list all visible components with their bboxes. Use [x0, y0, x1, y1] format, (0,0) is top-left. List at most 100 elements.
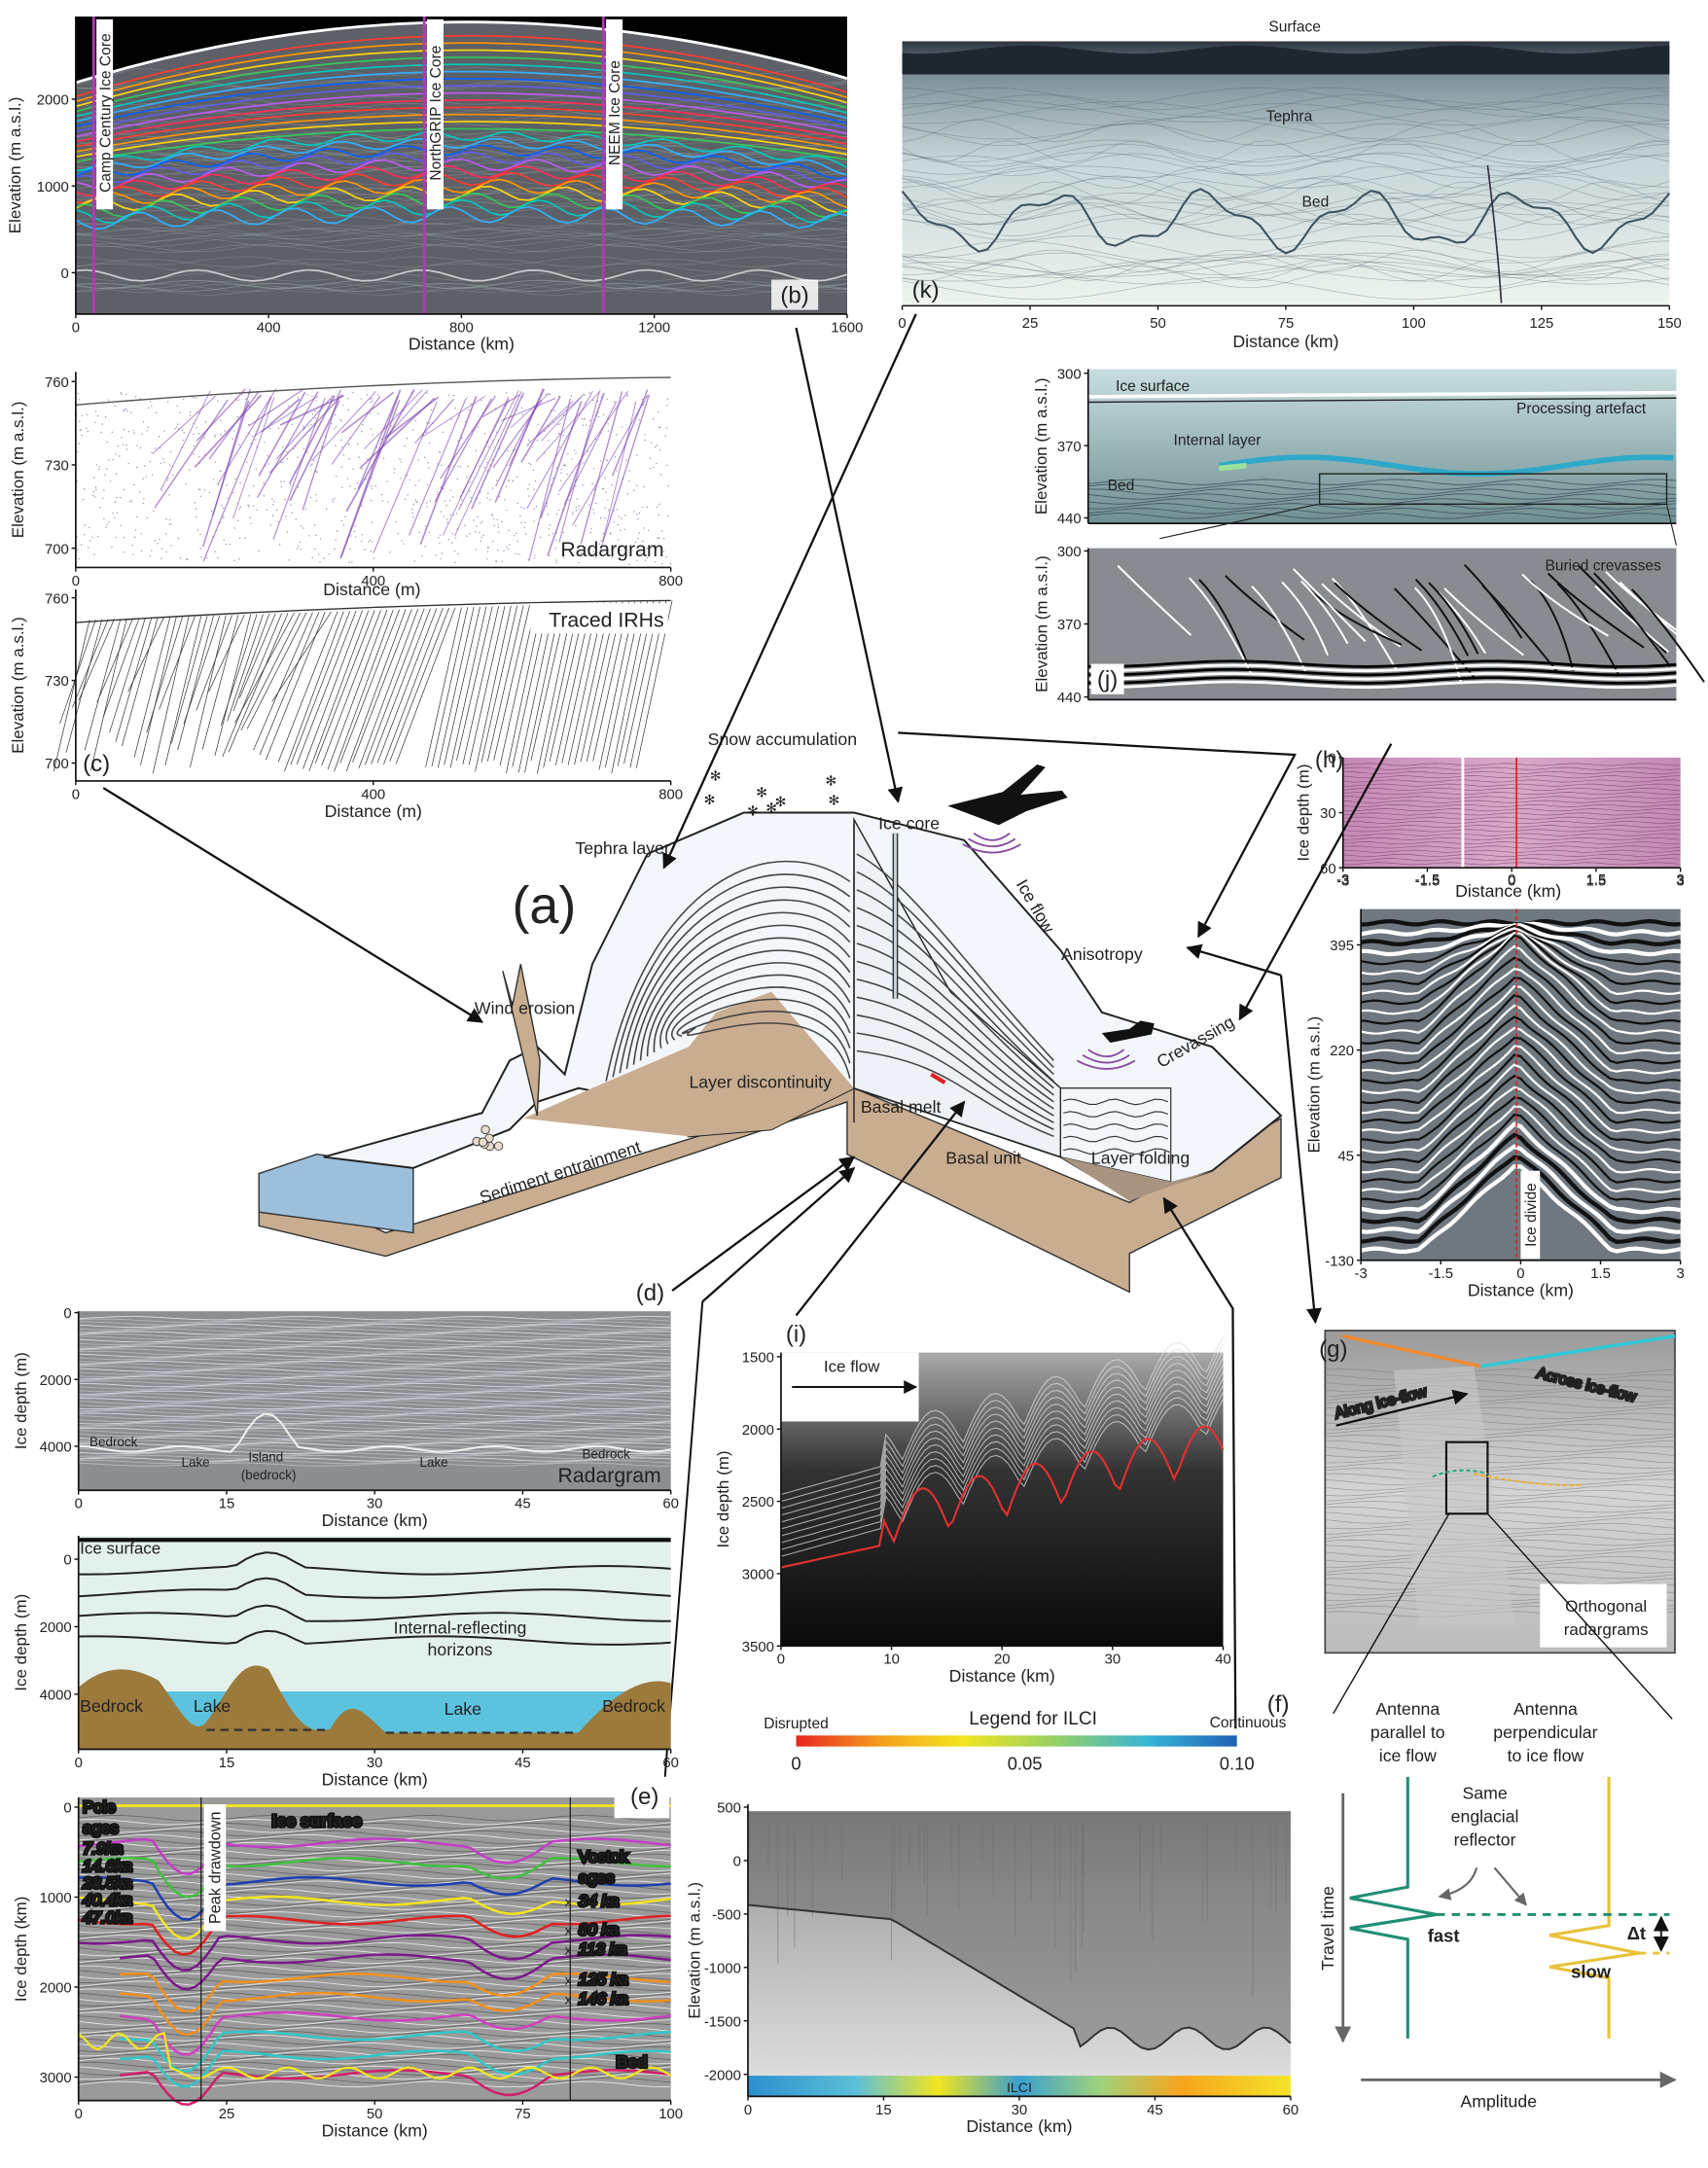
- core-label-bg: [427, 18, 444, 210]
- speckle: [426, 392, 428, 394]
- pole-ages-label: ages: [83, 1819, 119, 1837]
- speckle: [411, 512, 413, 515]
- tephra-streak: [1486, 164, 1503, 303]
- isochrone-layer: [687, 1022, 851, 1080]
- englacial-layer: [1360, 1074, 1681, 1164]
- tephra-label: Tephra layer: [575, 838, 669, 858]
- speckle: [468, 409, 470, 411]
- dipping-reflector: [409, 398, 467, 536]
- speckle: [96, 414, 99, 417]
- speckle: [590, 527, 592, 530]
- speckle: [626, 393, 628, 396]
- x-tick-label: 40: [1215, 1653, 1231, 1668]
- traced-irh: [456, 606, 493, 762]
- x-tick-label: 100: [658, 2107, 683, 2122]
- speckle: [614, 401, 616, 403]
- bed-reflector: [1087, 676, 1677, 685]
- dipping-reflector: [272, 398, 326, 540]
- speckle: [530, 464, 532, 466]
- speckle: [665, 555, 667, 558]
- speckle: [441, 552, 444, 554]
- dipping-reflector: [541, 393, 585, 442]
- connector-arrow: [1162, 1196, 1237, 1729]
- speckle: [372, 541, 374, 543]
- zoom-box: [1318, 473, 1668, 506]
- texture: [1342, 858, 1681, 862]
- x-tick-label: 125: [1529, 316, 1553, 332]
- crevasse-reflector: [1334, 582, 1423, 652]
- speckle: [442, 431, 444, 434]
- internal-horizon: [78, 1449, 671, 1455]
- speckle: [269, 524, 271, 526]
- texture: [78, 2004, 671, 2010]
- speckle: [438, 536, 440, 539]
- orange-track: [1342, 1333, 1481, 1368]
- bed-label: Bed: [1108, 478, 1135, 494]
- traced-irh: [371, 608, 431, 764]
- internal-horizon: [78, 1353, 671, 1358]
- x-tick-label: 0: [75, 1497, 83, 1512]
- connector-arrow: [1186, 943, 1282, 977]
- speckle: [372, 400, 374, 402]
- texture: [1325, 1517, 1676, 1524]
- speckle: [563, 556, 565, 558]
- speckle: [487, 547, 489, 550]
- speckle: [214, 436, 216, 438]
- y-tick-label: 45: [1338, 1149, 1355, 1164]
- x-tick-label: 60: [1283, 2103, 1299, 2118]
- speckle: [501, 520, 503, 523]
- internal-horizon: [78, 1385, 671, 1390]
- irh-label: horizons: [428, 1640, 493, 1659]
- speckle: [635, 454, 638, 456]
- texture: [78, 2031, 671, 2038]
- speckle: [520, 506, 522, 509]
- speckle: [204, 421, 207, 423]
- speckle: [581, 417, 583, 420]
- speckle: [236, 519, 239, 522]
- speckle: [352, 468, 354, 470]
- speckle: [214, 434, 216, 437]
- speckle: [620, 550, 622, 551]
- speckle: [278, 544, 281, 546]
- speckle: [636, 484, 638, 487]
- texture: [1325, 1495, 1676, 1502]
- speckle: [92, 494, 94, 496]
- speckle: [302, 527, 304, 529]
- speckle: [107, 399, 110, 402]
- dipping-reflector: [201, 400, 250, 548]
- englacial-layer: [1361, 1053, 1681, 1144]
- speckle: [608, 509, 610, 512]
- traced-irh: [220, 614, 258, 726]
- layer: [780, 1357, 1225, 1516]
- internal-reflection: [902, 202, 1670, 226]
- disrupted-zone: [747, 1811, 1291, 2050]
- speckle: [196, 529, 199, 531]
- y-tick-label: 395: [1330, 939, 1354, 954]
- speckle: [162, 458, 164, 460]
- crevasse-reflector: [1414, 579, 1470, 657]
- speckle: [134, 536, 136, 539]
- speckle: [554, 548, 556, 550]
- x-tick-label: 15: [219, 1497, 235, 1512]
- speckle: [461, 437, 463, 440]
- x-tick-label: 800: [449, 320, 474, 336]
- dipping-reflector: [311, 391, 376, 462]
- speckle: [440, 557, 442, 560]
- x-tick-label: 100: [1402, 316, 1426, 332]
- speckle: [168, 518, 171, 521]
- speckle: [111, 546, 113, 549]
- speckle: [98, 468, 100, 471]
- speckle: [134, 396, 137, 398]
- x-tick-label: -3: [1336, 874, 1349, 890]
- sediment-clast: [480, 1124, 490, 1135]
- speckle: [557, 395, 560, 398]
- speckle: [133, 432, 135, 434]
- traced-irh: [437, 607, 475, 768]
- dipping-reflector: [563, 401, 618, 506]
- internal-reflection: [902, 217, 1670, 241]
- y-tick-label: 440: [1057, 691, 1082, 706]
- speckle: [226, 484, 228, 486]
- dipping-reflector: [248, 388, 304, 427]
- dipping-reflector: [232, 397, 275, 519]
- speckle: [246, 461, 248, 464]
